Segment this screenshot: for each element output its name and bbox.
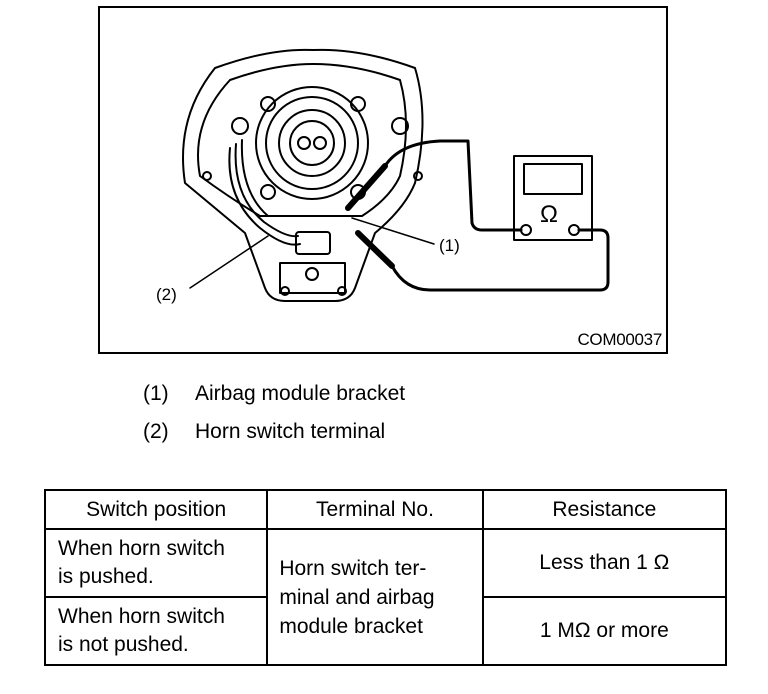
ohmmeter-display	[523, 163, 583, 195]
bolt-outer-right	[413, 171, 423, 181]
test-lead-1	[383, 139, 523, 232]
header-resistance: Resistance	[481, 489, 728, 530]
bolt-bottom-left	[260, 184, 276, 200]
callout-2-label: (2)	[156, 285, 177, 304]
airbag-module-outline	[182, 48, 424, 302]
table-row: When horn switch is pushed. Horn switch …	[43, 528, 728, 666]
legend-item-1: (1) Airbag module bracket	[143, 382, 405, 406]
terminal-no-line: minal and airbag	[279, 585, 435, 609]
harness-wire-1	[228, 147, 301, 246]
harness-wire-2	[234, 143, 299, 238]
ohm-symbol: Ω	[540, 201, 558, 228]
switch-position-line: is pushed.	[58, 565, 154, 588]
header-switch-position: Switch position	[43, 489, 269, 530]
inflator-ring-inner	[278, 109, 346, 177]
terminal-no-cell: Horn switch ter- minal and airbag module…	[266, 528, 484, 666]
switch-position-line: is not pushed.	[58, 633, 189, 656]
bracket-bolt-right	[337, 286, 347, 296]
table-header-row: Switch position Terminal No. Resistance	[43, 489, 728, 530]
resistance-spec-table: Switch position Terminal No. Resistance …	[43, 489, 728, 666]
ohmmeter-body	[513, 155, 593, 241]
legend-text: Horn switch terminal	[195, 420, 386, 443]
bolt-top-left	[260, 96, 276, 112]
switch-position-line: When horn switch	[58, 605, 225, 628]
callout-1-label: (1)	[439, 236, 460, 255]
header-terminal-no: Terminal No.	[266, 489, 484, 530]
resistance-cell: 1 MΩ or more	[481, 596, 728, 666]
harness-wire-3	[240, 139, 269, 217]
callout-2-leader	[189, 235, 269, 289]
test-lead-2	[390, 228, 610, 292]
connector-hole-right	[313, 136, 327, 150]
horn-switch-diagram: (1) (2) Ω	[156, 48, 610, 304]
airbag-module-inner-outline	[197, 63, 407, 217]
legend-number: (1)	[143, 382, 169, 405]
bracket-bolt-left	[280, 286, 290, 296]
terminal-no-line: module bracket	[279, 614, 423, 638]
bolt-side-left	[231, 117, 249, 135]
inflator-center	[289, 120, 335, 166]
lower-bolt	[305, 267, 319, 281]
bolt-outer-left	[202, 171, 212, 181]
resistance-cell: Less than 1 Ω	[481, 528, 728, 598]
table-row: When horn switch is not pushed. 1 MΩ or …	[43, 596, 728, 666]
switch-position-line: When horn switch	[58, 537, 225, 560]
bolt-top-right	[350, 96, 366, 112]
connector-hole-left	[297, 136, 311, 150]
figure-code: COM00037	[577, 330, 662, 349]
switch-position-cell: When horn switch is pushed.	[43, 528, 269, 598]
inflator-ring	[265, 96, 359, 190]
callout-1-leader	[351, 217, 435, 245]
legend-text: Airbag module bracket	[195, 382, 406, 405]
terminal-no-line: Horn switch ter-	[279, 556, 427, 580]
switch-position-cell: When horn switch is not pushed.	[43, 596, 269, 666]
figure-frame: (1) (2) Ω COM00037	[98, 6, 668, 354]
legend-item-2: (2) Horn switch terminal	[143, 420, 385, 444]
legend-number: (2)	[143, 420, 169, 443]
probe-1	[345, 163, 388, 211]
probe-2	[355, 230, 395, 269]
bolt-side-right	[391, 117, 409, 135]
inflator-outer	[255, 86, 369, 200]
horn-switch-terminal-block	[295, 231, 331, 255]
